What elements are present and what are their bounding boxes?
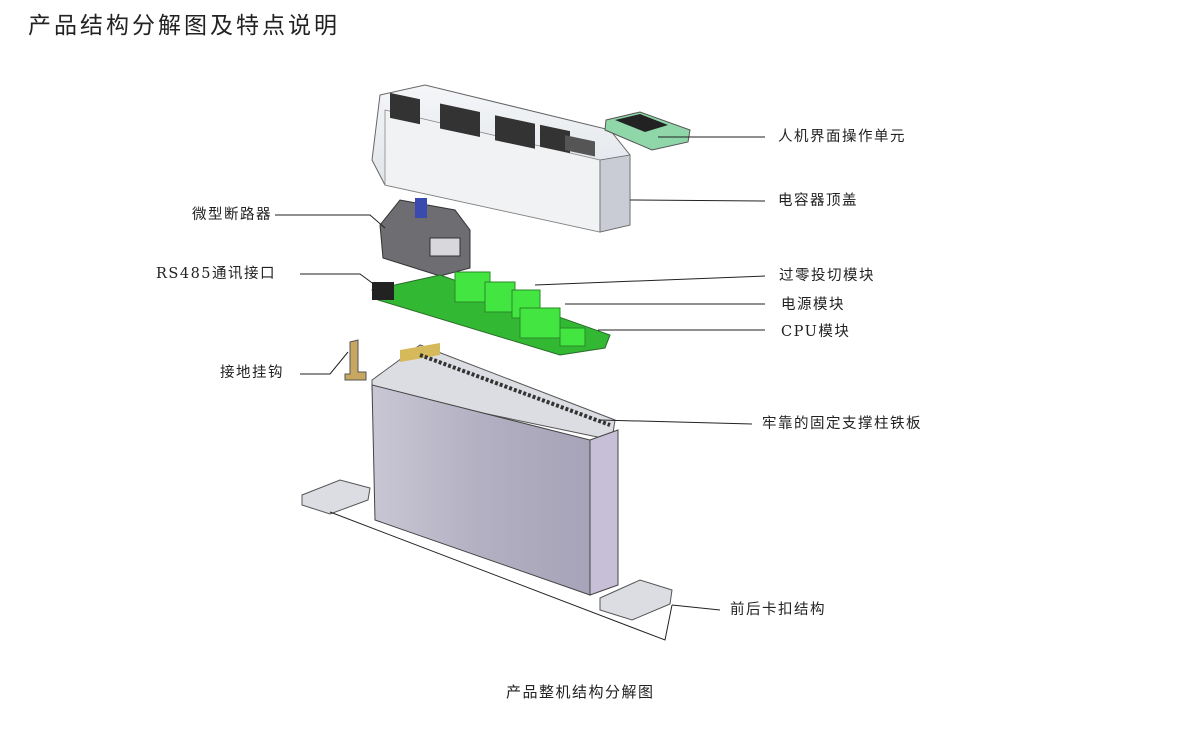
label-clip: 前后卡扣结构 bbox=[730, 602, 826, 618]
capacitor-top-cover bbox=[371, 84, 631, 233]
hmi-unit bbox=[604, 111, 691, 151]
label-power: 电源模块 bbox=[781, 297, 845, 313]
label-support-plate: 牢靠的固定支撑柱铁板 bbox=[762, 416, 922, 432]
micro-circuit-breaker bbox=[379, 198, 471, 277]
label-ground-hook: 接地挂钩 bbox=[220, 365, 284, 381]
label-breaker: 微型断路器 bbox=[192, 207, 272, 223]
pcb-board bbox=[371, 271, 611, 356]
capacitor-box bbox=[371, 343, 619, 596]
label-cover: 电容器顶盖 bbox=[778, 193, 858, 209]
label-rs485: RS485通讯接口 bbox=[156, 266, 277, 282]
figure-caption: 产品整机结构分解图 bbox=[506, 683, 655, 701]
leader-lines bbox=[275, 136, 766, 641]
label-hmi: 人机界面操作单元 bbox=[778, 129, 906, 145]
page-title: 产品结构分解图及特点说明 bbox=[28, 13, 340, 39]
ground-hook bbox=[344, 339, 367, 381]
clip-right bbox=[599, 579, 673, 621]
label-cpu: CPU模块 bbox=[781, 324, 851, 340]
clip-left bbox=[301, 479, 371, 515]
label-zero-switch: 过零投切模块 bbox=[779, 268, 875, 284]
